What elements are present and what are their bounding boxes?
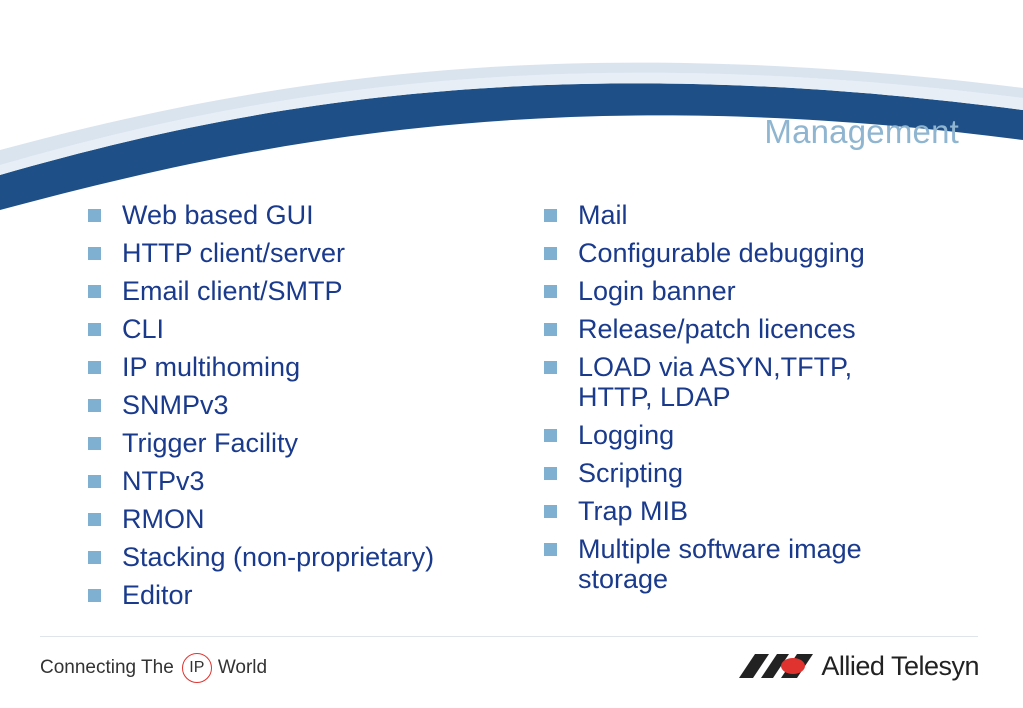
list-item-text: Login banner [578, 276, 736, 306]
list-item-text: Trap MIB [578, 496, 689, 526]
list-item-text: CLI [122, 314, 165, 344]
list-item: CLI [88, 314, 508, 344]
list-item: Release/patch licences [544, 314, 934, 344]
brand-name: Allied Telesyn [821, 650, 979, 681]
list-item: RMON [88, 504, 508, 534]
square-bullet-icon [88, 399, 101, 412]
list-item: Login banner [544, 276, 934, 306]
footer-divider [40, 636, 978, 637]
list-item-text: Editor [122, 580, 193, 610]
list-item: Stacking (non-proprietary) [88, 542, 508, 572]
list-item-text: Multiple software image storage [578, 534, 862, 594]
list-item-text: Scripting [578, 458, 684, 488]
square-bullet-icon [88, 209, 101, 222]
square-bullet-icon [88, 589, 101, 602]
square-bullet-icon [544, 429, 557, 442]
allied-telesyn-mark-icon [739, 654, 814, 678]
list-item: NTPv3 [88, 466, 508, 496]
list-item-text: Mail [578, 200, 628, 230]
square-bullet-icon [544, 543, 557, 556]
list-item-text: Stacking (non-proprietary) [122, 542, 435, 572]
list-item-text: HTTP client/server [122, 238, 346, 268]
list-item: Multiple software image storage [544, 534, 934, 594]
list-item: IP multihoming [88, 352, 508, 382]
list-item-text: SNMPv3 [122, 390, 229, 420]
square-bullet-icon [88, 247, 101, 260]
list-item: Trigger Facility [88, 428, 508, 458]
square-bullet-icon [544, 209, 557, 222]
list-item-text: Configurable debugging [578, 238, 865, 268]
list-item-text: Logging [578, 420, 675, 450]
list-item: HTTP client/server [88, 238, 508, 268]
square-bullet-icon [544, 285, 557, 298]
square-bullet-icon [88, 551, 101, 564]
ip-circle-logo: IP [181, 653, 212, 683]
square-bullet-icon [544, 247, 557, 260]
list-item: Editor [88, 580, 508, 610]
list-item: LOAD via ASYN,TFTP, HTTP, LDAP [544, 352, 934, 412]
company-logo: Allied Telesyn [739, 648, 979, 684]
list-item-text: Release/patch licences [578, 314, 856, 344]
tagline-text: Connecting The [40, 657, 174, 678]
list-item-text: NTPv3 [122, 466, 205, 496]
square-bullet-icon [544, 467, 557, 480]
header-swoosh [0, 62, 1023, 210]
list-item: Trap MIB [544, 496, 934, 526]
list-item-text: Trigger Facility [122, 428, 299, 458]
slide-title: Management [764, 113, 959, 150]
list-item: Logging [544, 420, 934, 450]
list-item: Email client/SMTP [88, 276, 508, 306]
tagline-text: World [217, 657, 268, 678]
square-bullet-icon [88, 513, 101, 526]
square-bullet-icon [544, 323, 557, 336]
square-bullet-icon [88, 323, 101, 336]
list-item: Mail [544, 200, 934, 230]
square-bullet-icon [88, 361, 101, 374]
square-bullet-icon [544, 361, 557, 374]
list-item: Web based GUI [88, 200, 508, 230]
list-item-text: RMON [122, 504, 205, 534]
left-feature-list: Web based GUI HTTP client/server Email c… [88, 200, 508, 618]
list-item: Scripting [544, 458, 934, 488]
list-item-text: Email client/SMTP [122, 276, 343, 306]
square-bullet-icon [88, 285, 101, 298]
square-bullet-icon [544, 505, 557, 518]
list-item-text: IP multihoming [122, 352, 301, 382]
list-item-text: Web based GUI [122, 200, 314, 230]
list-item: Configurable debugging [544, 238, 934, 268]
square-bullet-icon [88, 475, 101, 488]
footer-tagline: Connecting The IP World [40, 652, 267, 684]
list-item-text: LOAD via ASYN,TFTP, HTTP, LDAP [578, 352, 853, 412]
right-feature-list: Mail Configurable debugging Login banner… [544, 200, 934, 602]
square-bullet-icon [88, 437, 101, 450]
list-item: SNMPv3 [88, 390, 508, 420]
